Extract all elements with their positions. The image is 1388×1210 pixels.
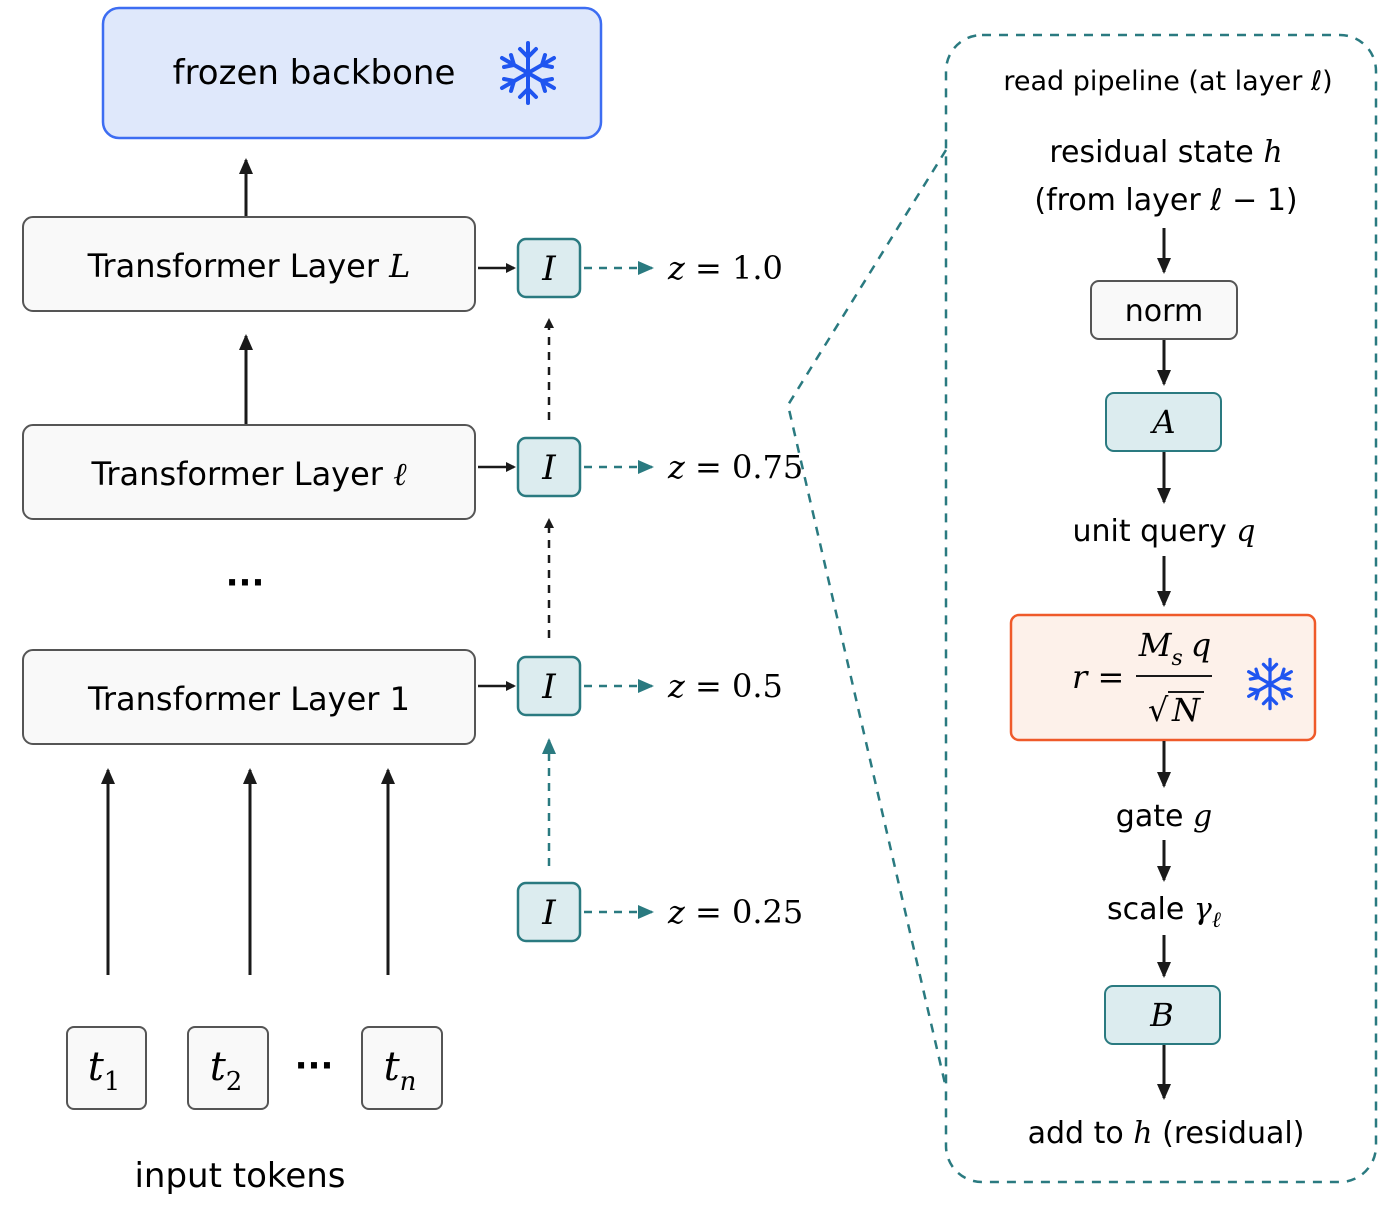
layers-ellipsis: ···	[226, 563, 265, 603]
layer-mid-label: Transformer Layer	[91, 455, 394, 493]
layer-mid-var: ℓ	[393, 455, 407, 493]
svg-text:Transformer Layer 1: Transformer Layer 1	[87, 680, 410, 718]
probe-symbol: I	[541, 448, 556, 488]
depth-label: z = 0.25	[667, 893, 803, 931]
gate-label: gate g	[1116, 799, 1212, 834]
token-1: t1	[66, 1026, 147, 1110]
svg-text:B: B	[1149, 996, 1174, 1034]
input-tokens-caption: input tokens	[134, 1156, 345, 1196]
svg-text:tn: tn	[384, 1044, 417, 1097]
pipeline-title: read pipeline (at layer ℓ)	[1003, 66, 1332, 97]
residual-state-label: residual state h	[1049, 135, 1282, 170]
probe-symbol: I	[541, 893, 556, 933]
residual-state-source: (from layer ℓ − 1)	[1034, 183, 1297, 218]
matrix-a-box: A	[1105, 392, 1222, 452]
formula-lhs: r =	[1072, 658, 1124, 696]
depth-label: z = 0.5	[667, 667, 783, 705]
formula-denominator: N	[1171, 691, 1201, 729]
unit-query-label: unit query q	[1072, 514, 1255, 549]
frozen-backbone-box: frozen backbone	[101, 6, 603, 140]
token-n: tn	[361, 1026, 443, 1110]
svg-text:Transformer Layer L: Transformer Layer L	[87, 247, 411, 285]
depth-label: z = 0.75	[667, 448, 803, 486]
transformer-layer-bottom: Transformer Layer 1	[22, 649, 476, 745]
scale-label: scale γℓ	[1107, 892, 1222, 933]
layer-bottom-label: Transformer Layer 1	[87, 680, 410, 718]
formula-root: √	[1148, 691, 1169, 729]
transformer-layer-top: Transformer Layer L	[22, 216, 476, 312]
svg-text:norm: norm	[1125, 294, 1203, 329]
svg-text:t1: t1	[88, 1044, 121, 1097]
norm-box: norm	[1090, 280, 1238, 340]
depth-label: z = 1.0	[667, 249, 783, 287]
transformer-layer-mid: Transformer Layer ℓ	[22, 424, 476, 520]
zoom-connector	[786, 149, 948, 1089]
tokens-ellipsis: ···	[295, 1046, 334, 1086]
probe-symbol: I	[541, 249, 556, 289]
backbone-label: frozen backbone	[173, 53, 456, 93]
svg-text:t2: t2	[210, 1044, 243, 1097]
svg-text:Transformer Layer ℓ: Transformer Layer ℓ	[91, 455, 408, 493]
add-residual-label: add to h (residual)	[1028, 1116, 1305, 1151]
probe-symbol: I	[541, 667, 556, 707]
read-pipeline-panel	[944, 33, 1378, 1184]
svg-text:A: A	[1149, 403, 1175, 441]
matrix-b-box: B	[1104, 985, 1221, 1045]
layer-top-label: Transformer Layer	[87, 247, 390, 285]
token-2: t2	[187, 1026, 269, 1110]
layer-top-var: L	[388, 247, 410, 285]
